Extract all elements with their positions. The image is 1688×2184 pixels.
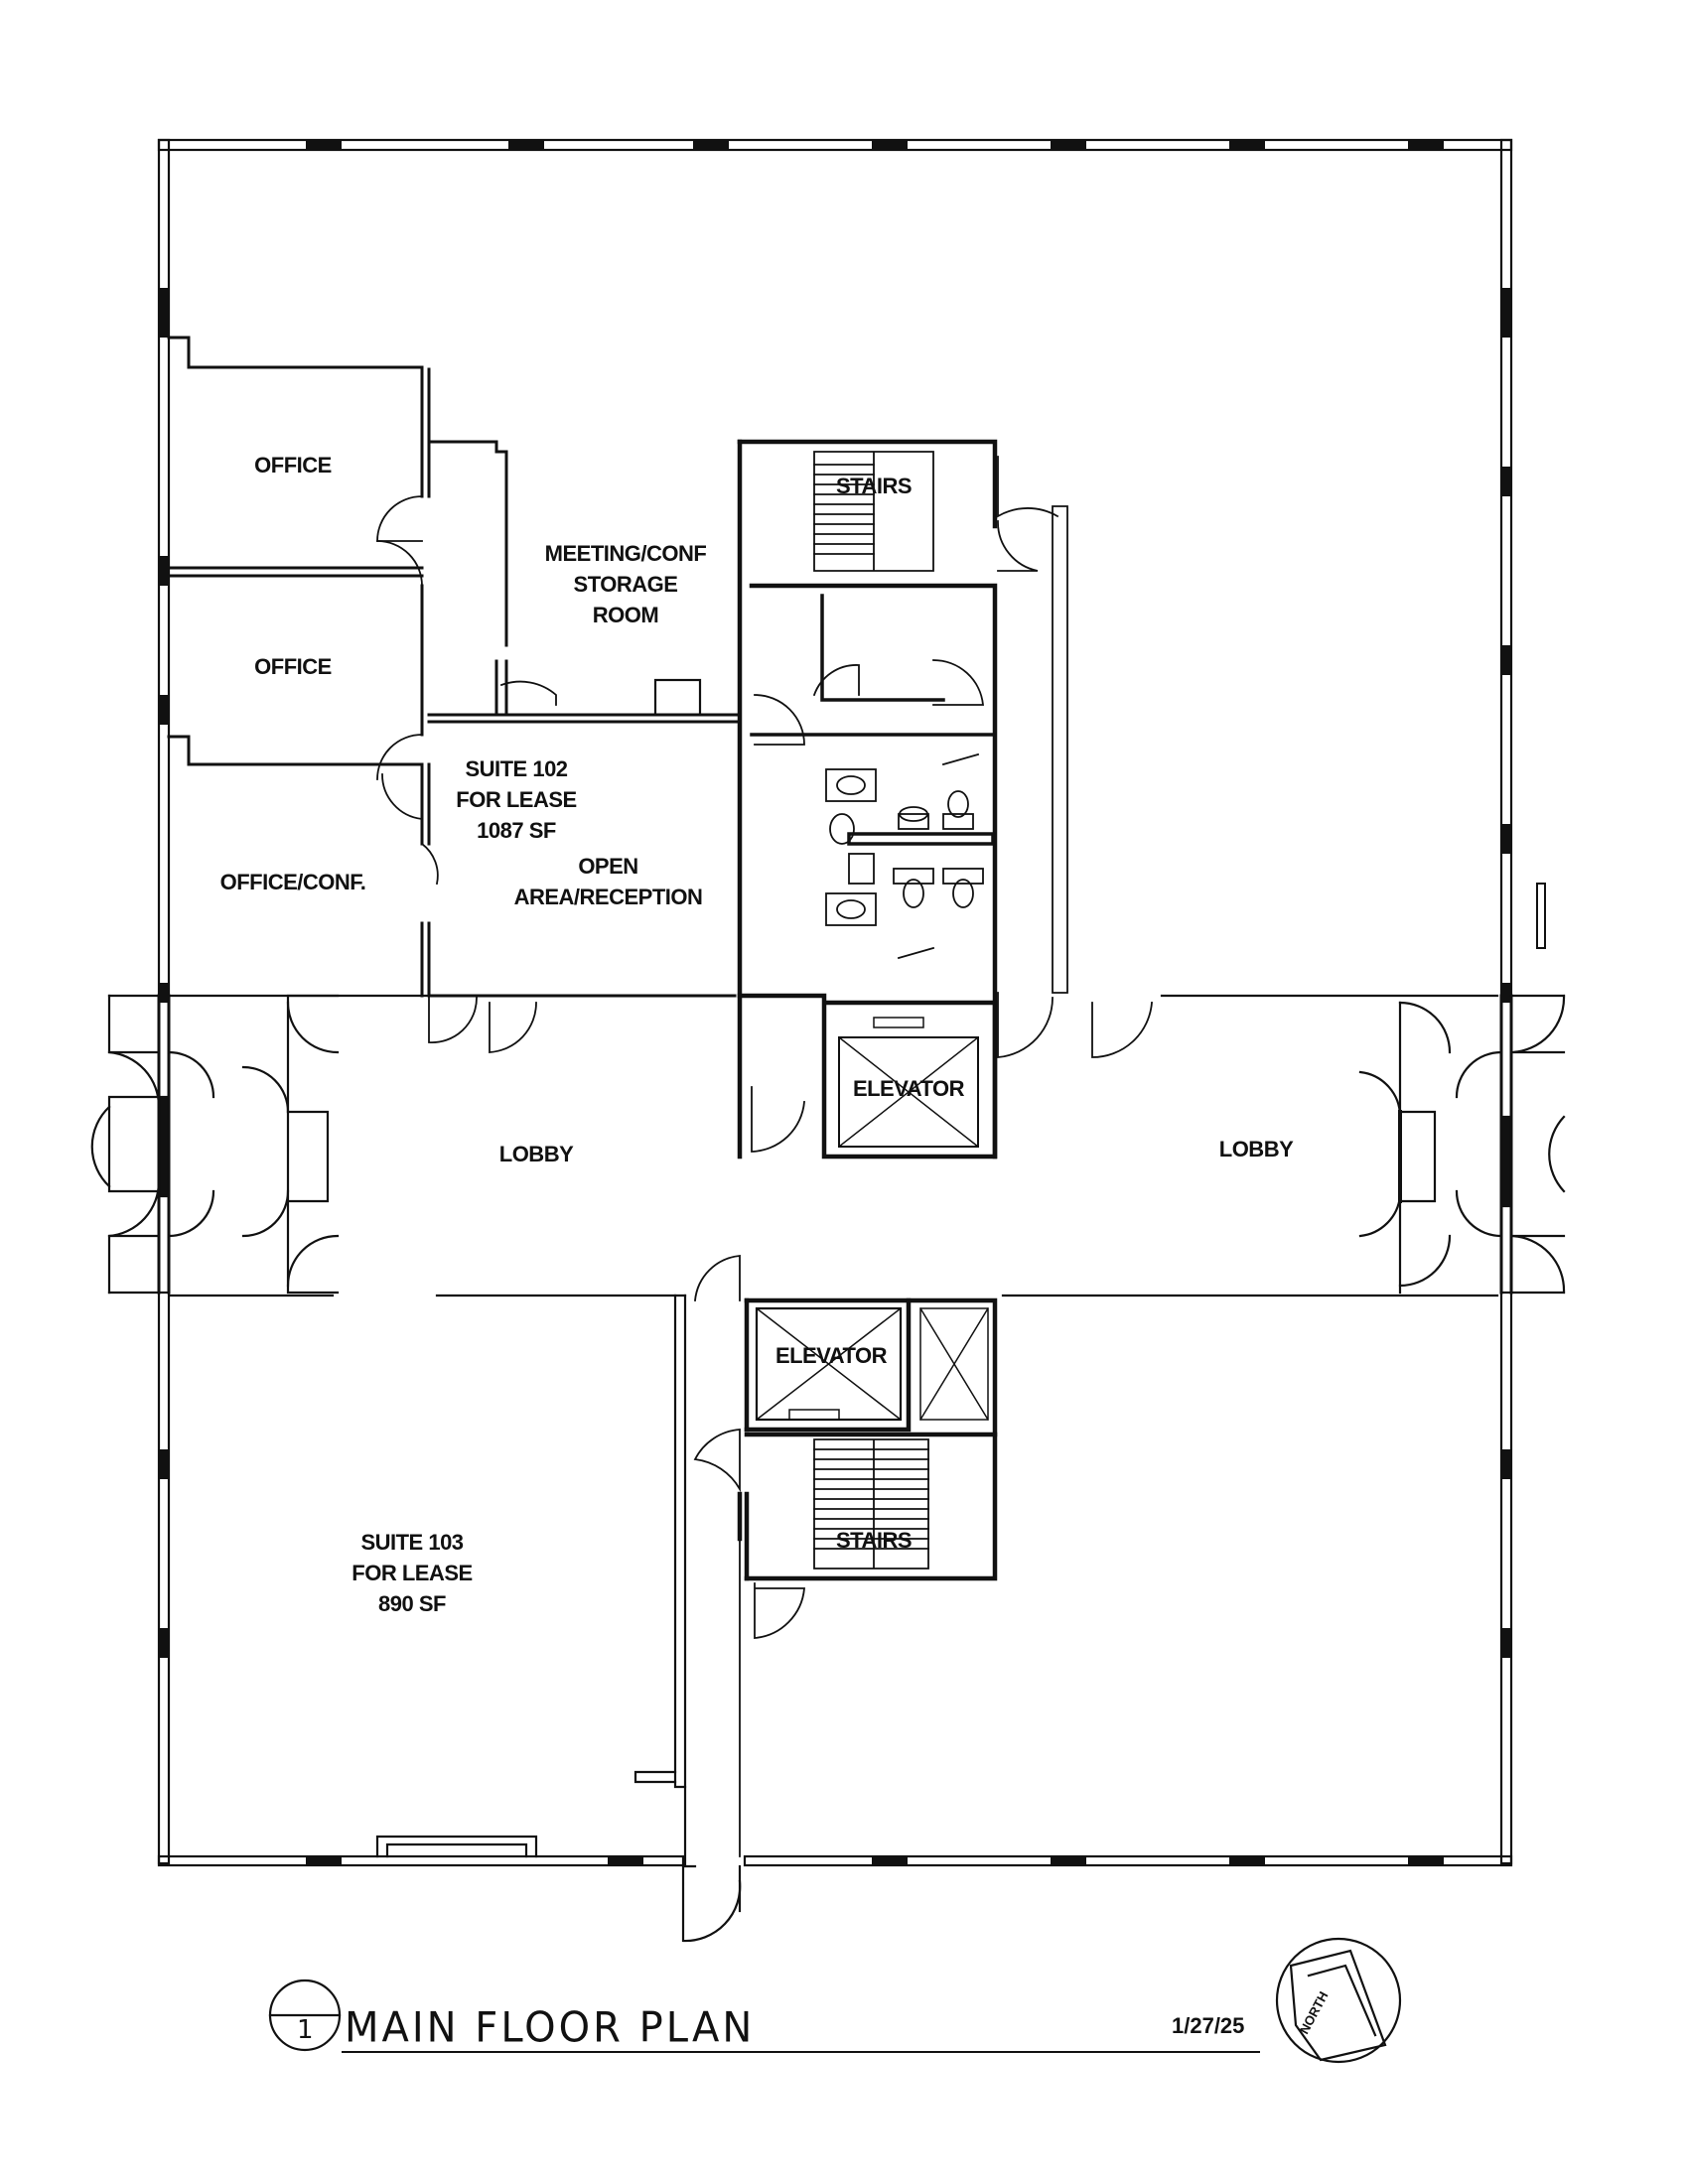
north-elevator — [822, 1001, 997, 1159]
drawing-date: 1/27/25 — [1172, 2013, 1245, 2038]
room-label-lobby-west: LOBBY — [498, 1142, 574, 1166]
room-label-office-2: OFFICE — [254, 654, 332, 679]
window-mullions-south — [159, 1449, 1511, 1865]
drawing-title: MAIN FLOOR PLAN — [345, 2003, 756, 2053]
room-label-elevator-south: ELEVATOR — [774, 1343, 888, 1368]
room-label-open-area: OPEN AREA/RECEPTION — [513, 854, 703, 909]
room-label-stairs-south: STAIRS — [835, 1528, 913, 1553]
title-block — [268, 1979, 1260, 2053]
room-label-office-conf: OFFICE/CONF. — [219, 870, 366, 894]
toilet-fixtures — [825, 752, 984, 960]
door-swings-north — [376, 456, 1153, 1153]
room-label-stairs-north: STAIRS — [835, 474, 913, 498]
room-label-suite-103: SUITE 103 FOR LEASE 890 SF — [352, 1530, 473, 1616]
north-core-walls — [737, 439, 998, 1160]
north-arrow — [1275, 1937, 1402, 2064]
room-label-elevator-north: ELEVATOR — [852, 1076, 965, 1101]
south-stairs — [813, 1438, 929, 1570]
south-core-doors — [693, 1255, 805, 1857]
toilet-room-walls — [750, 594, 995, 846]
room-label-office-1: OFFICE — [254, 453, 332, 478]
south-elevator — [755, 1306, 990, 1422]
suite-103-walls — [375, 1294, 742, 1943]
suite-102-walls — [167, 336, 742, 998]
room-label-suite-102: SUITE 102 FOR LEASE 1087 SF — [456, 756, 577, 843]
sheet-number: 1 — [297, 2015, 314, 2045]
room-label-lobby-east: LOBBY — [1218, 1137, 1294, 1161]
room-label-meeting-storage: MEETING/CONF STORAGE ROOM — [544, 541, 707, 627]
west-vestibule — [90, 994, 340, 1295]
south-exterior-wall — [157, 1291, 1513, 1867]
storage-cabinet — [653, 678, 702, 717]
east-vestibule — [1358, 994, 1566, 1295]
window-mullions-north — [159, 140, 1511, 1003]
north-stairs — [813, 451, 934, 572]
